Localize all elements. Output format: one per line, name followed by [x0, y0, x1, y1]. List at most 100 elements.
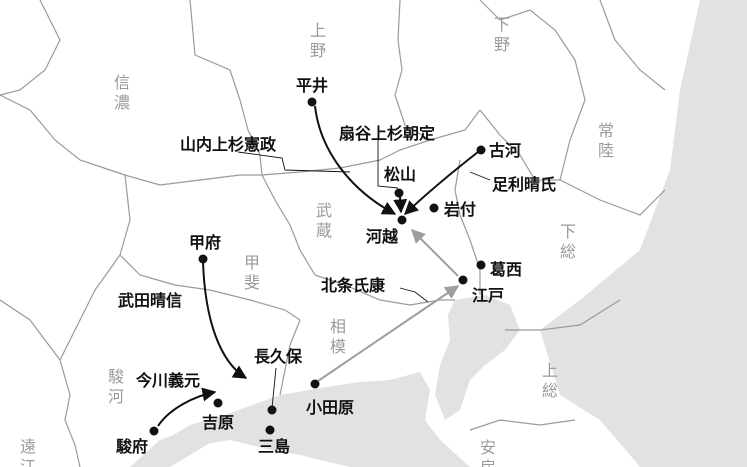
- marker-mishima: [265, 425, 275, 435]
- border-sagami-suruga: [279, 319, 301, 396]
- border-kai-suruga: [119, 174, 301, 321]
- place-markers: [149, 97, 486, 436]
- leader-nagakubo: [271, 367, 277, 409]
- province-label-shimotsuke-2: 野: [494, 35, 510, 54]
- province-label-musashi-1: 武: [316, 201, 332, 220]
- province-label-shimosa-1: 下: [560, 222, 576, 241]
- border-shimosa-hitachi: [535, 179, 666, 216]
- place-label-kofu: 甲府: [189, 233, 221, 252]
- province-label-shinano-1: 信: [114, 73, 130, 92]
- border-kai-musashi: [261, 174, 316, 276]
- border-suruga-totomi: [59, 359, 81, 467]
- border-shinano-totomi: [0, 299, 61, 361]
- border-north-west: [0, 0, 61, 96]
- province-label-awa-2: 房: [480, 458, 496, 467]
- province-label-shinano-2: 濃: [114, 93, 130, 112]
- marker-nagakubo: [267, 405, 277, 415]
- province-label-totomi-2: 江: [20, 457, 36, 467]
- border-musashi-shimosa: [454, 159, 481, 295]
- marker-kofu: [198, 254, 208, 264]
- place-label-iwatsuki: 岩付: [443, 200, 476, 219]
- person-label-ogigayatsu: 扇谷上杉朝定: [339, 124, 435, 143]
- place-label-kawagoe: 河越: [366, 227, 399, 246]
- province-borders: [0, 0, 666, 467]
- marker-edo: [458, 275, 468, 285]
- marker-matsuyama: [394, 188, 404, 198]
- place-label-yoshiwara: 吉原: [202, 413, 234, 432]
- border-musashi-sagami: [314, 274, 455, 306]
- province-label-kazusa-1: 上: [542, 361, 558, 380]
- arrow-sunpu-to-yoshiwara: [157, 387, 217, 427]
- province-label-totomi-1: 遠: [20, 437, 36, 456]
- border-shinano-suruga: [59, 254, 121, 361]
- province-label-shimotsuke-1: 下: [494, 15, 510, 34]
- marker-koga: [476, 145, 486, 155]
- place-label-matsuyama: 松山: [384, 165, 416, 184]
- province-label-kai-2: 斐: [244, 273, 260, 292]
- leader-yamanouchi: [237, 151, 351, 173]
- leader-hojo: [399, 287, 429, 303]
- border-shimotsuke-hitachi: [479, 0, 586, 181]
- person-label-hojo: 北条氏康: [321, 276, 386, 295]
- marker-odawara: [310, 379, 320, 389]
- marker-kawagoe: [397, 215, 407, 225]
- province-label-suruga-1: 駿: [108, 367, 124, 386]
- border-shinano-kai: [124, 174, 262, 186]
- person-label-yamanouchi: 山内上杉憲政: [180, 135, 277, 154]
- province-label-hitachi-1: 常: [598, 121, 614, 140]
- place-labels: 平井 古河 松山 岩付 河越 葛西 江戸 甲府 長久保 小田原 吉原 三島 駿府: [116, 76, 522, 456]
- sagami-bay: [165, 372, 470, 467]
- province-label-sagami-2: 模: [330, 337, 346, 356]
- place-label-sunpu: 駿府: [116, 437, 148, 456]
- marker-sunpu: [149, 426, 159, 436]
- province-label-kai-1: 甲: [244, 253, 260, 272]
- person-label-takeda: 武田晴信: [118, 291, 182, 310]
- place-label-odawara: 小田原: [306, 398, 354, 417]
- province-label-kozuke-1: 上: [310, 21, 326, 40]
- leader-lines: [237, 140, 491, 409]
- pacific-ocean-east: [540, 0, 747, 467]
- province-label-sagami-1: 相: [330, 317, 346, 336]
- border-shimotsuke-shimosa: [479, 109, 536, 181]
- arrow-odawara-to-edo: [317, 285, 460, 382]
- province-label-hitachi-2: 陸: [598, 141, 614, 160]
- province-label-suruga-2: 河: [108, 387, 124, 406]
- march-arrows: [157, 105, 479, 427]
- leader-ashikaga: [469, 171, 491, 181]
- person-label-ashikaga: 足利晴氏: [492, 175, 556, 194]
- place-label-nagakubo: 長久保: [254, 347, 303, 366]
- border-kozuke-musashi: [261, 139, 431, 176]
- arrow-matsuyama-to-kawagoe: [393, 195, 408, 214]
- border-shinano-west: [0, 94, 126, 176]
- place-label-edo: 江戸: [472, 286, 504, 305]
- suruga-bay: [130, 430, 215, 467]
- border-shimosa-kazusa: [505, 299, 621, 331]
- place-label-kasai: 葛西: [490, 260, 522, 279]
- marker-hirai: [307, 97, 317, 107]
- place-label-koga: 古河: [489, 141, 521, 160]
- border-kozuke-shimotsuke: [394, 0, 481, 141]
- arrow-hirai-to-kawagoe: [314, 105, 397, 215]
- province-label-musashi-2: 蔵: [316, 221, 332, 240]
- marker-kasai: [476, 260, 486, 270]
- province-label-kozuke-2: 野: [310, 41, 326, 60]
- person-labels: 山内上杉憲政 扇谷上杉朝定 足利晴氏 北条氏康 武田晴信 今川義元: [118, 124, 556, 390]
- arrow-kofu-to-nagakubo: [202, 261, 248, 379]
- border-hitachi-inner: [599, 0, 666, 91]
- tokyo-bay: [435, 295, 520, 420]
- province-label-awa-1: 安: [480, 438, 496, 457]
- place-label-hirai: 平井: [296, 76, 328, 95]
- place-label-mishima: 三島: [258, 437, 290, 456]
- marker-iwatsuki: [429, 203, 439, 213]
- province-labels: 上 野 下 野 信 濃 常 陸 武 蔵 下 総 甲 斐 相 模 駿 河 上 総 …: [20, 15, 614, 467]
- marker-yoshiwara: [213, 398, 223, 408]
- person-label-imagawa: 今川義元: [135, 371, 200, 390]
- province-label-kazusa-2: 総: [542, 381, 558, 400]
- arrow-koga-to-kawagoe: [403, 151, 479, 215]
- arrow-edo-to-kawagoe: [411, 229, 459, 277]
- leader-ogigayatsu: [377, 140, 399, 189]
- border-kazusa-awa: [469, 419, 576, 431]
- province-label-shimosa-2: 総: [560, 242, 576, 261]
